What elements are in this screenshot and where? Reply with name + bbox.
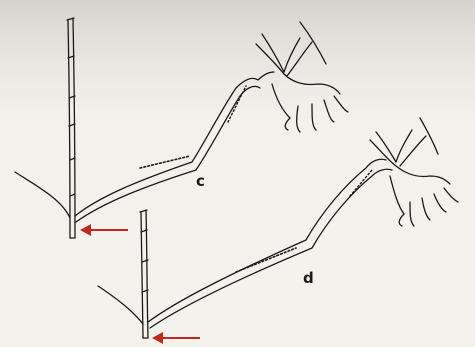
panel-c-label: c: [196, 172, 205, 190]
panel-d-label: d: [303, 269, 314, 287]
